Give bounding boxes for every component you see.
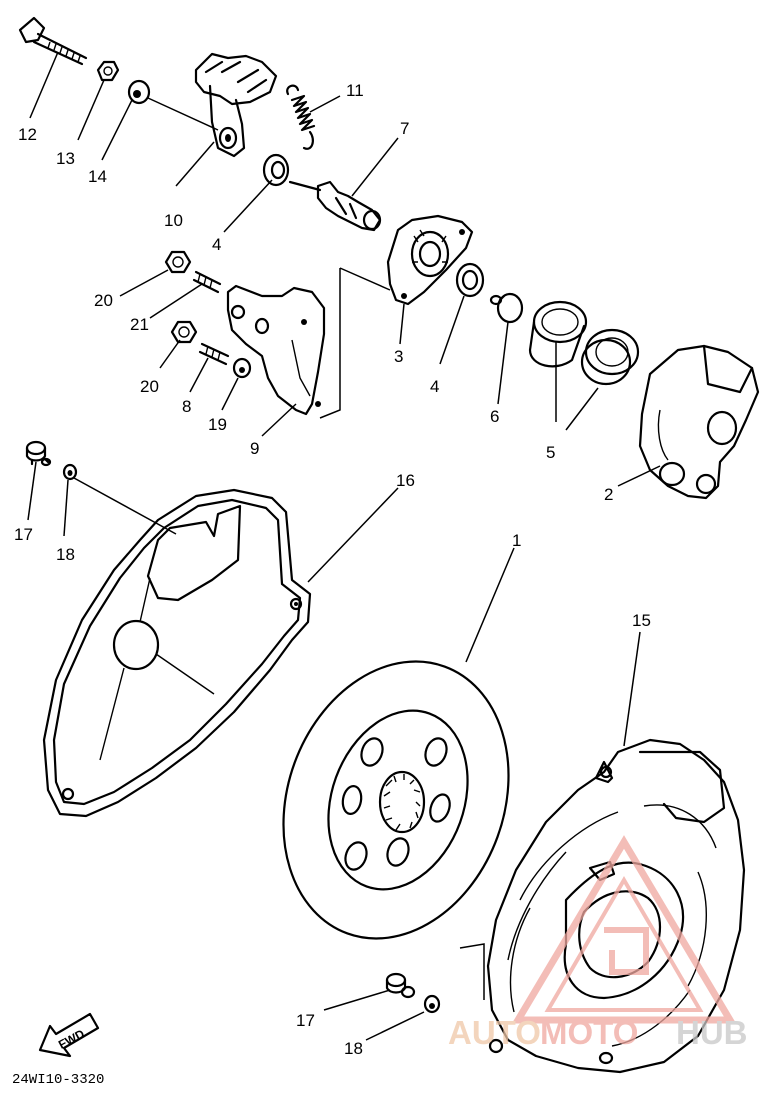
diagram-code: 24WI10-3320 bbox=[12, 1072, 104, 1088]
callout-2: 2 bbox=[604, 485, 613, 504]
part-17-bolt-lower bbox=[385, 972, 416, 999]
part-13-nut bbox=[96, 60, 120, 82]
callout-labels: 12 13 14 10 11 7 4 20 21 20 8 19 9 3 4 6… bbox=[14, 81, 651, 1058]
callout-10: 10 bbox=[164, 211, 183, 230]
part-5-piston-left bbox=[528, 300, 588, 368]
callout-11: 11 bbox=[346, 81, 364, 100]
callout-21: 21 bbox=[130, 315, 149, 334]
part-21-stud bbox=[192, 270, 222, 294]
callout-17-upper: 17 bbox=[14, 525, 33, 544]
part-12-bolt bbox=[18, 16, 88, 66]
callout-9: 9 bbox=[250, 439, 259, 458]
part-14-washer bbox=[127, 79, 151, 105]
part-2-caliper-body bbox=[638, 344, 760, 500]
part-1-brake-disc bbox=[282, 660, 510, 940]
part-17-bolt-upper bbox=[25, 440, 52, 467]
watermark-auto: AUTO bbox=[448, 1014, 541, 1051]
fwd-arrow: FWD bbox=[38, 1012, 100, 1058]
part-18-washer-lower bbox=[423, 994, 441, 1014]
part-20-nut-lower bbox=[170, 320, 198, 344]
callout-12: 12 bbox=[18, 125, 37, 144]
part-5-piston-right bbox=[580, 328, 640, 386]
callout-5: 5 bbox=[546, 443, 555, 462]
assembly-guide-line bbox=[319, 267, 391, 419]
part-6-bleeder bbox=[489, 292, 524, 324]
assembly-guide-line-2 bbox=[459, 943, 485, 1000]
part-4-seal-upper bbox=[262, 153, 290, 187]
callout-8: 8 bbox=[182, 397, 191, 416]
callout-17-lower: 17 bbox=[296, 1011, 315, 1030]
callout-13: 13 bbox=[56, 149, 75, 168]
part-16-disc-cover-rear bbox=[42, 488, 312, 818]
callout-14: 14 bbox=[88, 167, 107, 186]
part-8-stud bbox=[198, 342, 230, 366]
part-9-bracket-plate bbox=[226, 284, 326, 416]
watermark-hub: HUB bbox=[676, 1014, 748, 1051]
part-18-washer-upper bbox=[62, 463, 78, 481]
callout-16: 16 bbox=[396, 471, 415, 490]
part-3-caliper-bracket bbox=[386, 214, 474, 306]
callout-3: 3 bbox=[394, 347, 403, 366]
part-4-seal-lower bbox=[455, 262, 485, 298]
callout-18-lower: 18 bbox=[344, 1039, 363, 1058]
callout-6: 6 bbox=[490, 407, 499, 426]
callout-19: 19 bbox=[208, 415, 227, 434]
part-20-nut-upper bbox=[164, 250, 192, 274]
callout-15: 15 bbox=[632, 611, 651, 630]
part-10-lever-bracket bbox=[194, 52, 278, 158]
callout-7: 7 bbox=[400, 119, 409, 138]
callout-20-upper: 20 bbox=[94, 291, 113, 310]
leader-lines bbox=[27, 51, 661, 1041]
part-7-camshaft bbox=[288, 180, 382, 232]
callout-1: 1 bbox=[512, 531, 521, 550]
part-11-spring bbox=[286, 84, 316, 150]
callout-18-upper: 18 bbox=[56, 545, 75, 564]
callout-20-lower: 20 bbox=[140, 377, 159, 396]
callout-4-lower: 4 bbox=[430, 377, 439, 396]
callout-4-upper: 4 bbox=[212, 235, 221, 254]
part-19-washer bbox=[232, 357, 252, 379]
watermark-moto: MOTO bbox=[540, 1014, 638, 1051]
automotohub-watermark: AUTO MOTO HUB bbox=[448, 835, 748, 1051]
